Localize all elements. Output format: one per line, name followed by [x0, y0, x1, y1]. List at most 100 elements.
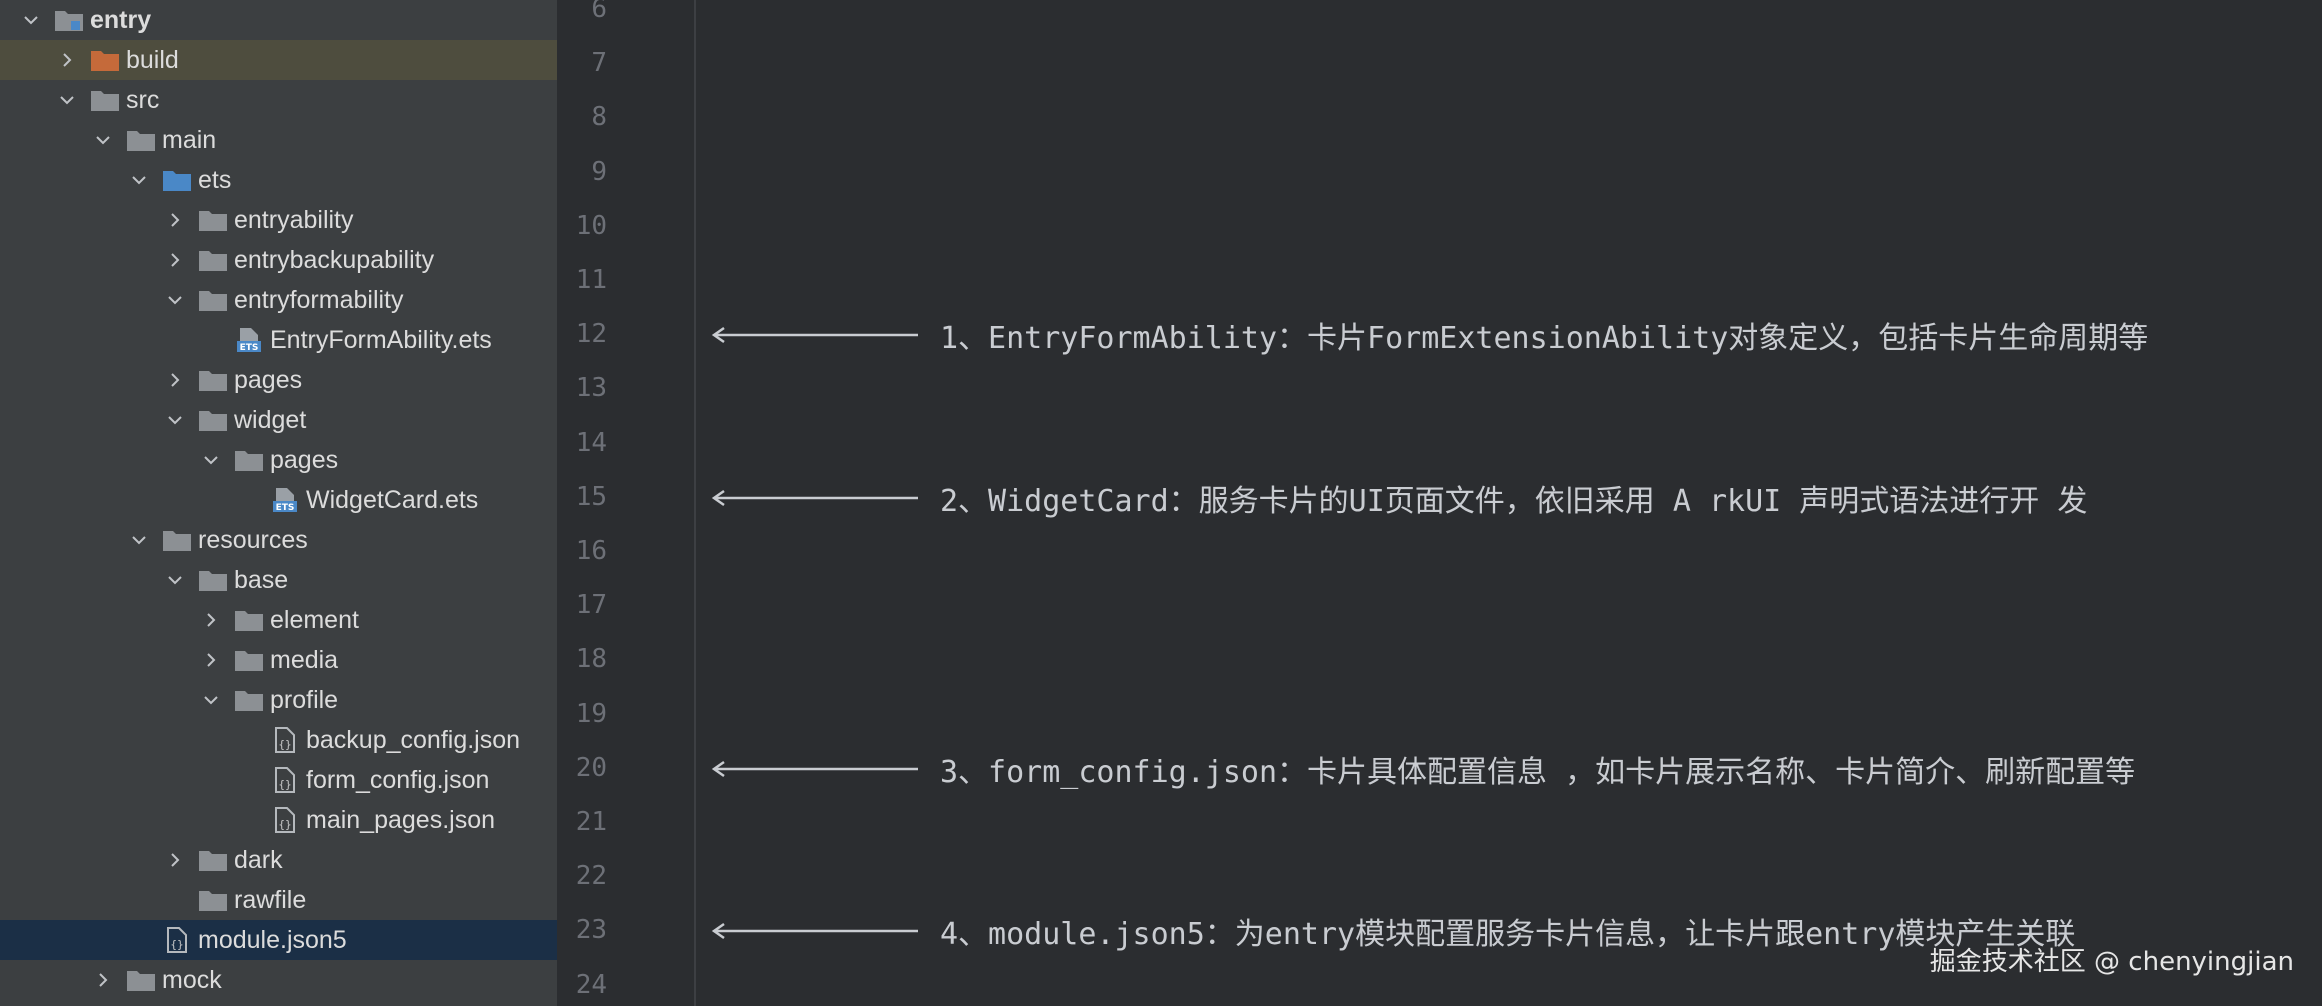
folder-icon [198, 847, 228, 873]
tree-folder-item[interactable]: base [0, 560, 557, 600]
folder-icon [234, 607, 264, 633]
tree-item-label: ets [198, 165, 232, 194]
annotation-text: 3、form_config.json：卡片具体配置信息 ，如卡片展示名称、卡片简… [940, 754, 2136, 790]
chevron-down-icon[interactable] [198, 687, 224, 713]
tree-folder-item[interactable]: main [0, 120, 557, 160]
tree-folder-item[interactable]: media [0, 640, 557, 680]
tree-folder-item[interactable]: pages [0, 360, 557, 400]
line-number: 15 [575, 481, 607, 512]
chevron-right-icon[interactable] [90, 967, 116, 993]
chevron-right-icon[interactable] [198, 607, 224, 633]
tree-folder-item[interactable]: resources [0, 520, 557, 560]
chevron-down-icon[interactable] [18, 7, 44, 33]
folder-icon [234, 687, 264, 713]
tree-item-label: module.json5 [198, 925, 347, 954]
tree-file-item[interactable]: rawfile [0, 880, 557, 920]
tree-folder-item[interactable]: entryformability [0, 280, 557, 320]
json-file-icon: {} [270, 807, 300, 833]
annotation-line: 2、WidgetCard：服务卡片的UI页面文件，依旧采用 A rkUI 声明式… [710, 476, 2087, 520]
folder-icon [126, 127, 156, 153]
line-number: 6 [591, 0, 607, 24]
annotation-line: 3、form_config.json：卡片具体配置信息 ，如卡片展示名称、卡片简… [710, 747, 2135, 791]
tree-item-label: src [126, 85, 160, 114]
json-file-icon: {} [270, 767, 300, 793]
chevron-down-icon[interactable] [126, 527, 152, 553]
chevron-down-icon[interactable] [90, 127, 116, 153]
tree-item-label: rawfile [234, 885, 307, 914]
annotation-text: 2、WidgetCard：服务卡片的UI页面文件，依旧采用 A rkUI 声明式… [940, 483, 2088, 519]
ets-file-icon: ETS [234, 327, 264, 353]
tree-file-item[interactable]: {} module.json5 [0, 920, 557, 960]
tree-folder-item[interactable]: widget [0, 400, 557, 440]
tree-folder-item[interactable]: element [0, 600, 557, 640]
left-arrow-icon [711, 489, 918, 506]
annotation-text: 1、EntryFormAbility：卡片FormExtensionAbilit… [940, 321, 2149, 357]
svg-text:{}: {} [278, 778, 291, 791]
tree-folder-item[interactable]: entryability [0, 200, 557, 240]
tree-item-label: main [162, 125, 217, 154]
tree-folder-item[interactable]: ets [0, 160, 557, 200]
tree-folder-item[interactable]: entry [0, 0, 557, 40]
tree-folder-item[interactable]: entrybackupability [0, 240, 557, 280]
editor-area[interactable]: 1、EntryFormAbility：卡片FormExtensionAbilit… [696, 0, 2322, 1006]
chevron-down-icon[interactable] [126, 167, 152, 193]
line-number: 8 [591, 102, 607, 133]
line-number: 13 [575, 373, 607, 404]
tree-folder-item[interactable]: pages [0, 440, 557, 480]
tree-item-label: form_config.json [306, 765, 490, 794]
tree-item-label: media [270, 645, 339, 674]
tree-file-item[interactable]: {}backup_config.json [0, 720, 557, 760]
line-number: 10 [575, 210, 607, 241]
chevron-down-icon[interactable] [162, 287, 188, 313]
folder-icon [198, 367, 228, 393]
tree-file-item[interactable]: {}main_pages.json [0, 800, 557, 840]
line-number: 24 [575, 969, 607, 1000]
tree-item-label: widget [234, 405, 307, 434]
tree-folder-item[interactable]: dark [0, 840, 557, 880]
chevron-down-icon[interactable] [162, 407, 188, 433]
tree-item-label: entry [90, 5, 152, 34]
folder-icon [234, 647, 264, 673]
tree-item-label: WidgetCard.ets [306, 485, 479, 514]
folder-icon [198, 407, 228, 433]
line-number: 16 [575, 536, 607, 566]
chevron-right-icon[interactable] [162, 247, 188, 273]
chevron-down-icon[interactable] [54, 87, 80, 113]
folder-icon [198, 247, 228, 273]
left-arrow-icon [711, 760, 918, 777]
tree-file-item[interactable]: {} form_config.json [0, 760, 557, 800]
line-number: 22 [575, 861, 607, 892]
left-arrow-icon [711, 923, 918, 940]
line-number: 20 [575, 752, 607, 783]
folder-icon [198, 207, 228, 233]
svg-text:{}: {} [278, 818, 291, 831]
chevron-down-icon[interactable] [198, 447, 224, 473]
build-folder-icon [90, 47, 120, 73]
chevron-right-icon[interactable] [54, 47, 80, 73]
tree-item-label: profile [270, 685, 339, 714]
tree-item-label: entryability [234, 205, 354, 234]
tree-folder-item[interactable]: profile [0, 680, 557, 720]
ets-file-icon: ETS [270, 487, 300, 513]
tree-item-label: build [126, 45, 179, 74]
chevron-right-icon[interactable] [162, 847, 188, 873]
folder-icon [198, 567, 228, 593]
line-number: 19 [575, 698, 607, 729]
tree-folder-item[interactable]: mock [0, 960, 557, 1000]
chevron-right-icon[interactable] [162, 367, 188, 393]
line-number: 18 [575, 644, 607, 675]
folder-icon [234, 447, 264, 473]
tree-folder-item[interactable]: build [0, 40, 557, 80]
line-number: 7 [591, 48, 607, 79]
tree-folder-item[interactable]: src [0, 80, 557, 120]
line-number: 17 [575, 590, 607, 621]
line-number: 12 [575, 319, 607, 350]
chevron-right-icon[interactable] [162, 207, 188, 233]
chevron-down-icon[interactable] [162, 567, 188, 593]
tree-item-label: EntryFormAbility.ets [270, 325, 492, 354]
svg-text:{}: {} [170, 938, 183, 951]
chevron-right-icon[interactable] [198, 647, 224, 673]
